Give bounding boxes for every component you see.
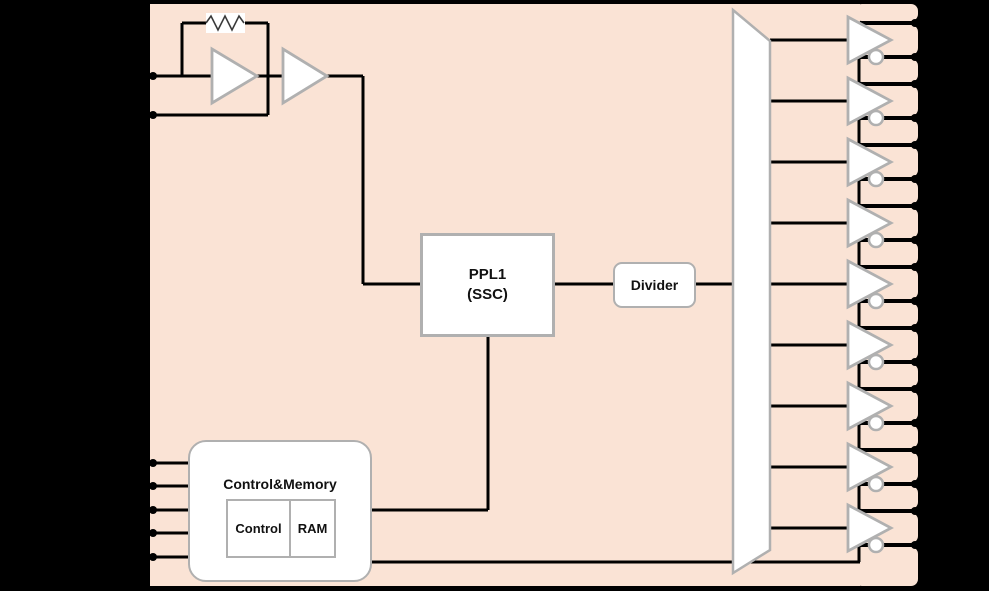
divider-label: Divider (630, 277, 679, 293)
control-pin-dot (149, 553, 157, 561)
output-pin-dot (911, 236, 919, 244)
control-memory-subblocks: Control RAM (226, 499, 336, 558)
control-pin-dot (149, 506, 157, 514)
inversion-bubble-icon (867, 170, 885, 188)
output-buffer-icon (846, 502, 894, 554)
divider-block: Divider (613, 262, 696, 308)
control-pin-dot (149, 459, 157, 467)
output-pin-dot (911, 358, 919, 366)
output-pad-tab (855, 59, 918, 82)
output-buffer-icon (846, 380, 894, 432)
output-pad-tab (855, 486, 918, 509)
output-pad-tab (855, 303, 918, 326)
oscillator-amplifier-icon (210, 46, 260, 106)
inversion-bubble-icon (867, 475, 885, 493)
output-pin-dot (911, 385, 919, 393)
pll-label-line2: (SSC) (467, 286, 508, 303)
control-memory-block: Control&Memory Control RAM (188, 440, 372, 582)
output-pin-dot (911, 324, 919, 332)
input-pins (149, 72, 157, 119)
output-buffer-icon (846, 136, 894, 188)
inversion-bubble-icon (867, 292, 885, 310)
inversion-bubble-icon (867, 414, 885, 432)
output-buffer-icon (846, 441, 894, 493)
output-pin-dot (911, 53, 919, 61)
output-pin-dot (911, 175, 919, 183)
clock-mux-shape (731, 7, 772, 576)
output-pad-tab (855, 120, 918, 143)
output-buffer-icon (846, 197, 894, 249)
xout-pin-dot (149, 111, 157, 119)
xin-pin-dot (149, 72, 157, 80)
output-pad-tab (855, 4, 918, 21)
output-pad-tab (855, 242, 918, 265)
inversion-bubble-icon (867, 231, 885, 249)
feedback-resistor-icon (205, 13, 245, 33)
output-buffer-icon (846, 14, 894, 66)
control-memory-title: Control&Memory (223, 476, 337, 492)
output-buffer-icon (846, 75, 894, 127)
ram-subblock: RAM (289, 499, 336, 558)
control-pin-dot (149, 529, 157, 537)
output-buffer-icon (846, 319, 894, 371)
output-pin-dot (911, 297, 919, 305)
inversion-bubble-icon (867, 536, 885, 554)
pll-block: PPL1 (SSC) (420, 233, 555, 337)
inversion-bubble-icon (867, 353, 885, 371)
output-pin-dot (911, 80, 919, 88)
output-pin-dot (911, 263, 919, 271)
inversion-bubble-icon (867, 48, 885, 66)
output-pad-tab (855, 181, 918, 204)
control-pin-dot (149, 482, 157, 490)
output-pin-dot (911, 541, 919, 549)
output-buffer-icon (846, 258, 894, 310)
output-pin-dot (911, 419, 919, 427)
output-pad-tab (855, 364, 918, 387)
output-pin-dot (911, 202, 919, 210)
output-pad-tab (855, 547, 918, 586)
output-pin-dot (911, 446, 919, 454)
oscillator-amplifier-icon (281, 46, 330, 106)
output-pin-dot (911, 480, 919, 488)
output-pin-dot (911, 19, 919, 27)
control-subblock: Control (226, 499, 291, 558)
inversion-bubble-icon (867, 109, 885, 127)
output-pad-tab (855, 425, 918, 448)
output-pin-dot (911, 114, 919, 122)
wires (150, 21, 860, 564)
output-pin-dot (911, 141, 919, 149)
pll-label-line1: PPL1 (468, 266, 507, 283)
output-pin-dot (911, 507, 919, 515)
